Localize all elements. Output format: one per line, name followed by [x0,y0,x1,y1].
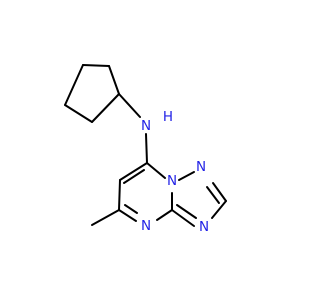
bond-c5-n4 [118,209,137,222]
bond-cyclopentyl-4 [64,104,93,123]
bond-methyl [91,209,120,226]
bond-cyclopentyl-3 [91,93,120,123]
bond-n3-c3a [171,209,195,227]
bond-cyclopentyl-2 [108,65,120,95]
amine-nitrogen-label: N [141,118,151,134]
bond-cyclopentyl-1 [82,64,110,67]
ring-nitrogen-8-label: N [167,173,177,189]
bond-n4-c3a [156,209,173,221]
ring-nitrogen-3-label: N [199,219,209,235]
bond-n1-c2-double [206,186,220,204]
ring-nitrogen-4-label: N [141,218,151,234]
bond-amine-to-c7 [145,133,148,164]
bond-n3-c3a-double [176,204,197,219]
structure-diagram: N H N N N N [64,64,227,235]
bond-c7-c6-double [123,169,145,184]
bond-n8-c7 [146,162,166,179]
bond-n8-n1 [178,171,195,181]
bond-c7-c6 [119,162,148,181]
molecule-drawing: N H N N N N [64,64,227,235]
bond-cyclopentyl-5 [64,64,84,106]
bond-ring-to-amine [118,93,141,118]
bond-c2-n3 [211,200,227,219]
bond-n1-c2 [212,182,227,202]
bond-c6-c5 [118,179,121,211]
ring-nitrogen-1-label: N [196,159,206,175]
bond-c5-n4-double [124,204,138,214]
amine-hydrogen-label: H [163,109,173,125]
